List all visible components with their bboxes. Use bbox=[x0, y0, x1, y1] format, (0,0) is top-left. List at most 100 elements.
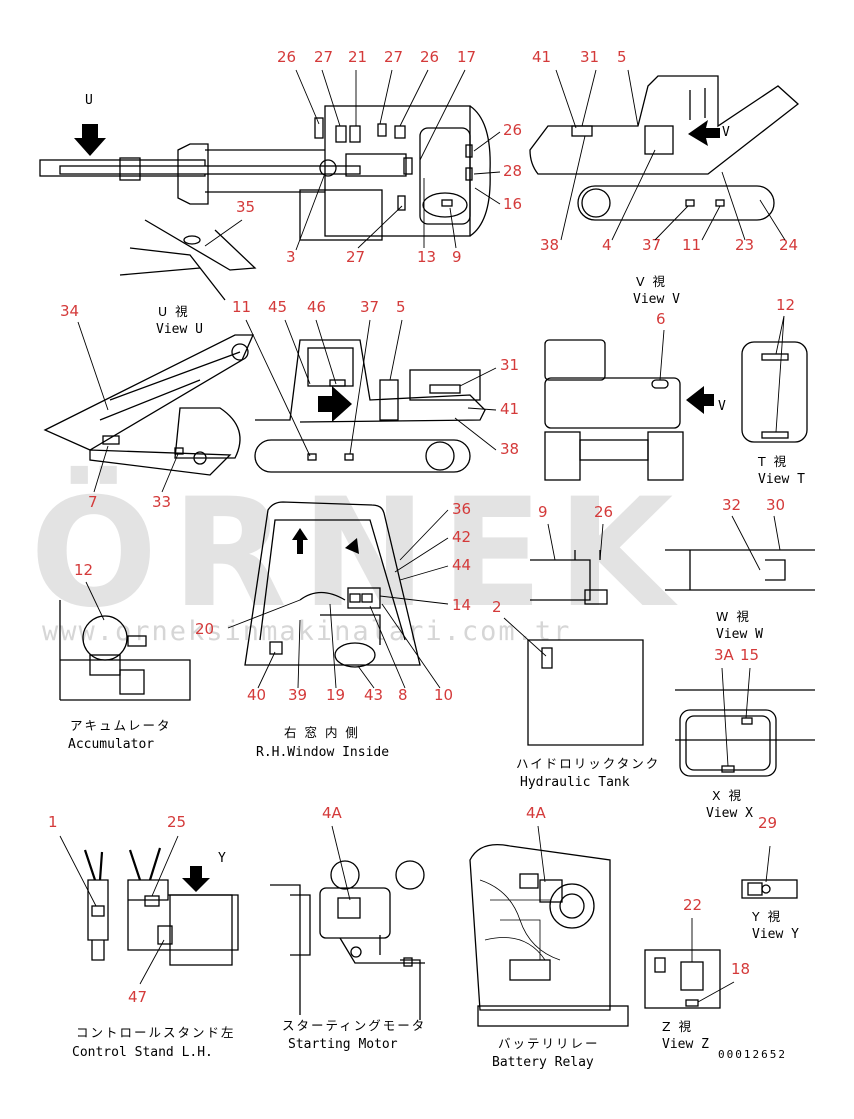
callout-32: 32 bbox=[722, 496, 741, 514]
callout-38: 38 bbox=[540, 236, 559, 254]
hydraulic-tank-jp: ハイドロリックタンク bbox=[516, 756, 660, 771]
callout-2: 2 bbox=[492, 598, 502, 616]
view-u-arrow-icon bbox=[74, 124, 106, 156]
callout-35: 35 bbox=[236, 198, 255, 216]
rh-window-jp: 右 窓 内 側 bbox=[284, 725, 360, 740]
callout-41: 41 bbox=[532, 48, 551, 66]
view-v-en: View V bbox=[633, 292, 680, 307]
hydraulic-tank-detail: 2 ハイドロリックタンク Hydraulic Tank bbox=[492, 598, 660, 790]
side-view: 34 11 45 46 37 5 31 41 38 7 33 bbox=[43, 298, 519, 511]
view-v-rear: V 41 31 5 38 4 37 11 23 24 V 視 View V bbox=[529, 48, 800, 307]
callout-11: 11 bbox=[682, 236, 701, 254]
battery-relay-detail: 4A バッテリリレー Battery Relay bbox=[469, 804, 629, 1070]
drawing-code: 00012652 bbox=[718, 1048, 787, 1061]
callout-31: 31 bbox=[500, 356, 519, 374]
control-stand-detail: Y 1 25 47 コントロールスタンド左 Control Stand L.H. bbox=[48, 813, 239, 1060]
callout-3a: 3A bbox=[714, 646, 735, 664]
callout-27: 27 bbox=[346, 248, 365, 266]
view-v-arrow-icon bbox=[688, 120, 720, 146]
starting-motor-jp: スターティングモータ bbox=[282, 1018, 426, 1033]
view-t: V 6 12 T 視 View T bbox=[544, 296, 808, 487]
view-z-en: View Z bbox=[662, 1037, 709, 1052]
callout-37: 37 bbox=[642, 236, 661, 254]
callout-34: 34 bbox=[60, 302, 79, 320]
callout-16: 16 bbox=[503, 195, 522, 213]
callout-5: 5 bbox=[617, 48, 627, 66]
callout-18: 18 bbox=[731, 960, 750, 978]
callout-26: 26 bbox=[420, 48, 439, 66]
arrow-letter-v: V bbox=[718, 399, 726, 414]
callout-33: 33 bbox=[152, 493, 171, 511]
view-y-en: View Y bbox=[752, 927, 799, 942]
callout-20: 20 bbox=[195, 620, 214, 638]
callout-26: 26 bbox=[503, 121, 522, 139]
callout-22: 22 bbox=[683, 896, 702, 914]
view-w: 9 26 32 30 W 視 View W bbox=[530, 496, 815, 642]
callout-40: 40 bbox=[247, 686, 266, 704]
callout-11: 11 bbox=[232, 298, 251, 316]
view-x: 3A 15 X 視 View X bbox=[675, 646, 815, 821]
top-plan-view: U 26 27 21 27 26 17 26 28 16 9 bbox=[39, 48, 522, 266]
control-stand-arrow-icon bbox=[182, 866, 210, 892]
view-w-jp: W 視 bbox=[716, 609, 751, 624]
callout-23: 23 bbox=[735, 236, 754, 254]
window-up-arrow-icon bbox=[292, 528, 308, 554]
arrow-letter-u: U bbox=[85, 93, 93, 108]
callout-21: 21 bbox=[348, 48, 367, 66]
callout-9: 9 bbox=[538, 503, 548, 521]
starting-motor-en: Starting Motor bbox=[288, 1037, 398, 1052]
view-x-en: View X bbox=[706, 806, 753, 821]
battery-relay-jp: バッテリリレー bbox=[498, 1036, 600, 1051]
callout-37: 37 bbox=[360, 298, 379, 316]
callout-28: 28 bbox=[503, 162, 522, 180]
callout-12: 12 bbox=[776, 296, 795, 314]
view-u-jp: U 視 bbox=[158, 304, 190, 319]
view-t-jp: T 視 bbox=[757, 454, 788, 469]
callout-36: 36 bbox=[452, 500, 471, 518]
rh-window-inside: 36 42 44 14 20 40 39 19 43 8 10 右 窓 内 側 … bbox=[195, 500, 471, 760]
view-x-jp: X 視 bbox=[712, 788, 743, 803]
arrow-letter-y: Y bbox=[218, 851, 226, 866]
callout-5: 5 bbox=[396, 298, 406, 316]
control-stand-en: Control Stand L.H. bbox=[72, 1045, 213, 1060]
callout-29: 29 bbox=[758, 814, 777, 832]
callout-8: 8 bbox=[398, 686, 408, 704]
callout-31: 31 bbox=[580, 48, 599, 66]
accumulator-en: Accumulator bbox=[68, 737, 154, 752]
view-u-detail: U 視 View U bbox=[119, 219, 257, 337]
callout-26: 26 bbox=[594, 503, 613, 521]
callout-45: 45 bbox=[268, 298, 287, 316]
callout-3: 3 bbox=[286, 248, 296, 266]
callout-10: 10 bbox=[434, 686, 453, 704]
callout-4a: 4A bbox=[526, 804, 547, 822]
view-u-en: View U bbox=[156, 322, 203, 337]
side-view-arrow-icon bbox=[318, 386, 352, 422]
callout-41: 41 bbox=[500, 400, 519, 418]
view-v-jp: V 視 bbox=[636, 274, 667, 289]
view-t-en: View T bbox=[758, 472, 805, 487]
battery-relay-en: Battery Relay bbox=[492, 1055, 594, 1070]
callout-9: 9 bbox=[452, 248, 462, 266]
callout-39: 39 bbox=[288, 686, 307, 704]
callout-24: 24 bbox=[779, 236, 798, 254]
view-y: 29 Y 視 View Y bbox=[741, 814, 799, 942]
callout-27: 27 bbox=[384, 48, 403, 66]
callout-15: 15 bbox=[740, 646, 759, 664]
starting-motor-detail: 4A スターティングモータ Starting Motor bbox=[270, 804, 426, 1052]
callout-6: 6 bbox=[656, 310, 666, 328]
callout-12: 12 bbox=[74, 561, 93, 579]
callout-14: 14 bbox=[452, 596, 471, 614]
view-t-arrow-icon bbox=[686, 386, 714, 414]
callout-25: 25 bbox=[167, 813, 186, 831]
callout-19: 19 bbox=[326, 686, 345, 704]
callout-27: 27 bbox=[314, 48, 333, 66]
hydraulic-tank-en: Hydraulic Tank bbox=[520, 775, 630, 790]
watermark-url: www.orneksinmakinalari.com.tr bbox=[42, 616, 571, 647]
callout-1: 1 bbox=[48, 813, 58, 831]
callout-13: 13 bbox=[417, 248, 436, 266]
callout-17: 17 bbox=[457, 48, 476, 66]
view-w-en: View W bbox=[716, 627, 763, 642]
callout-43: 43 bbox=[364, 686, 383, 704]
control-stand-jp: コントロールスタンド左 bbox=[76, 1025, 236, 1040]
callout-4: 4 bbox=[602, 236, 612, 254]
